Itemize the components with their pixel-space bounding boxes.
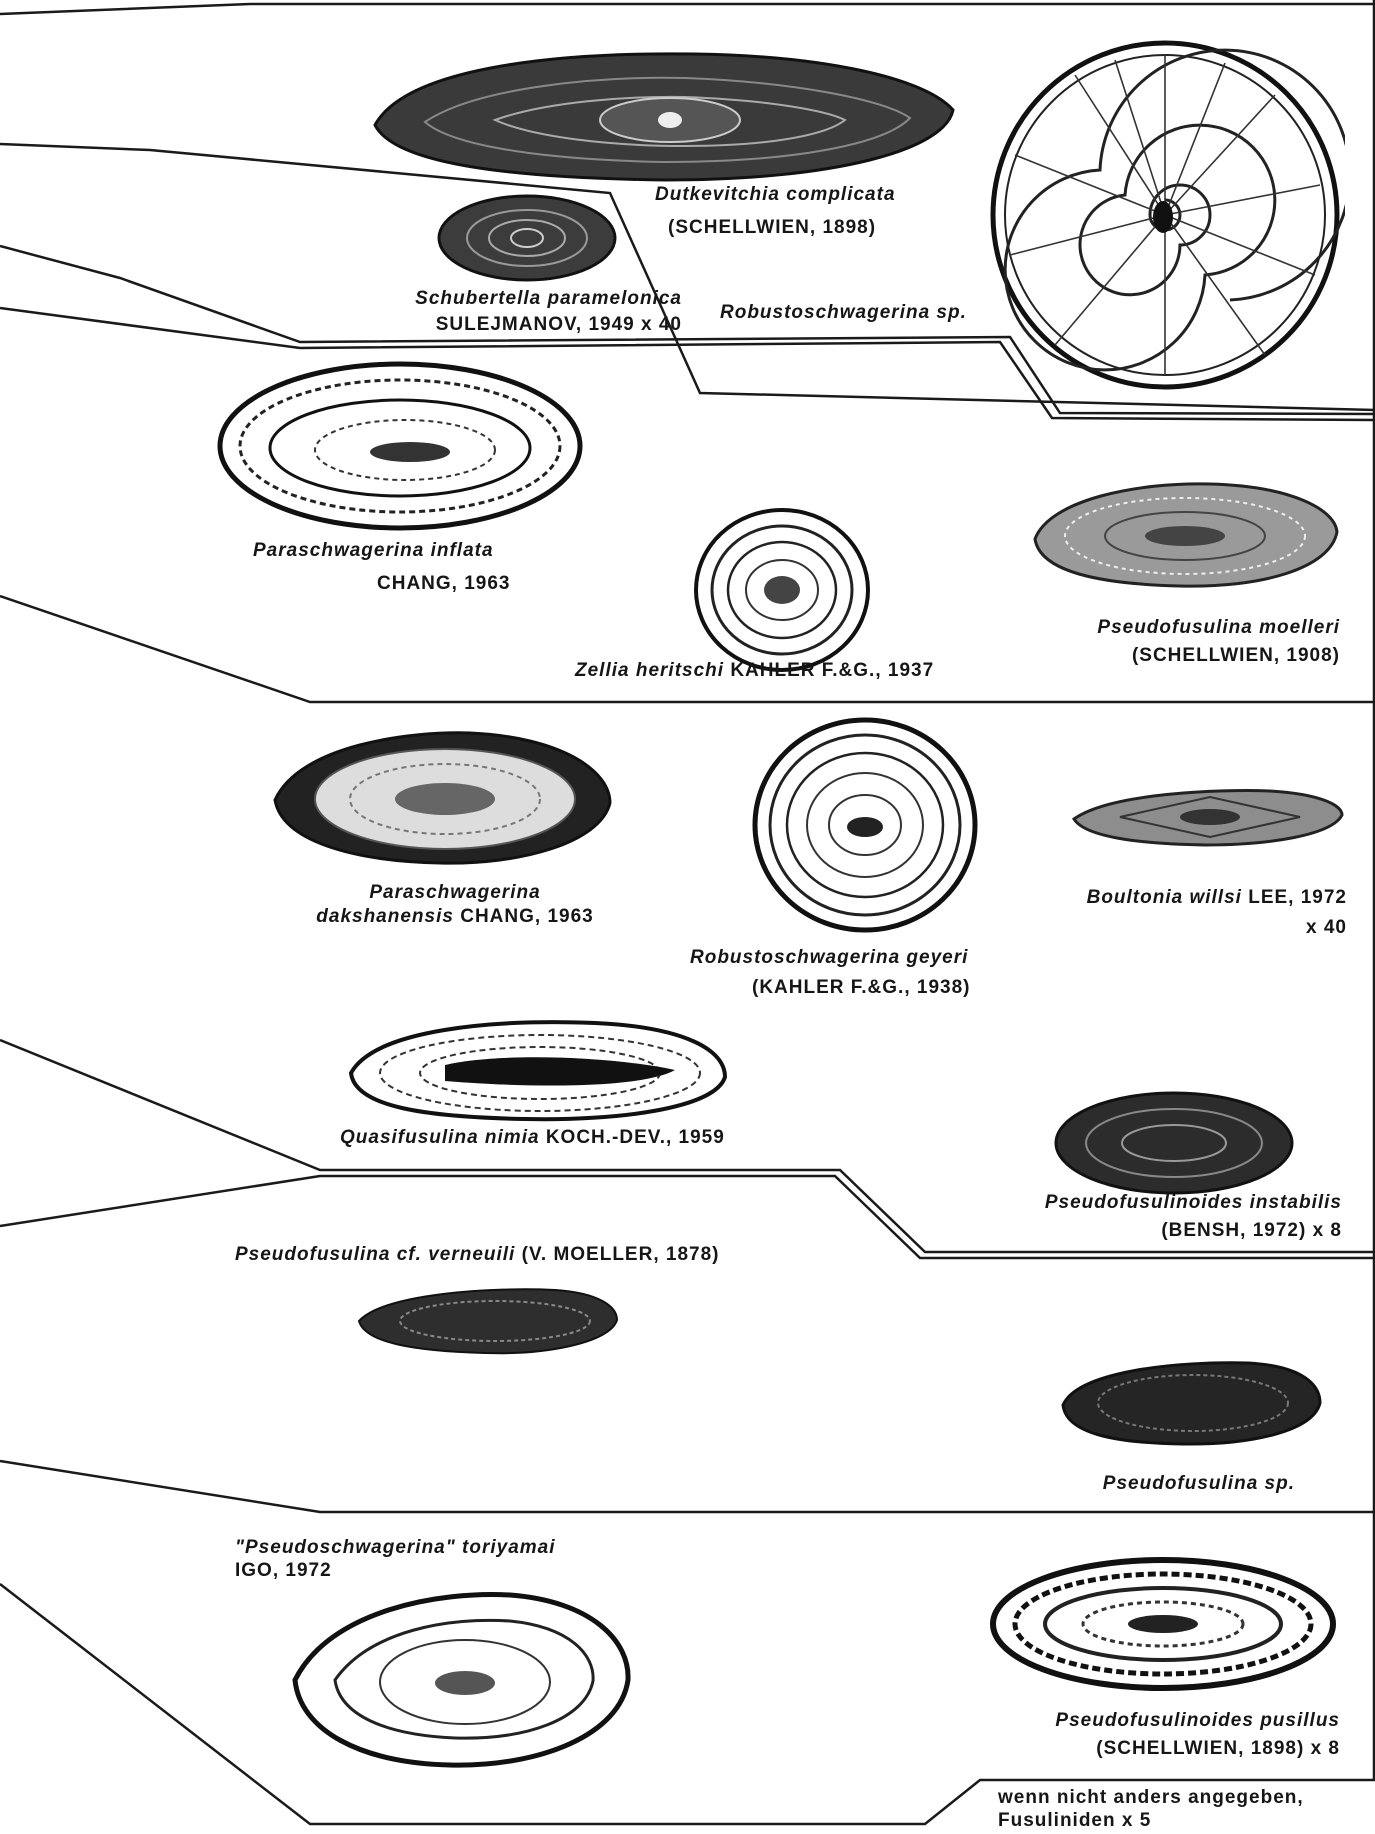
pseudofusulinoides-instabilis-image [1052, 1088, 1297, 1198]
robustoschwagerina-sp-label: Robustoschwagerina sp. [720, 300, 967, 326]
robustoschwagerina-geyeri-image [750, 715, 980, 935]
dutkevitchia-complicata-label: Dutkevitchia complicata [655, 182, 896, 208]
dutkevitchia-complicata-image [365, 40, 960, 190]
pseudofusulina-moelleri-image [1030, 474, 1342, 594]
top-boundary-line [0, 4, 1375, 14]
taxon-author: KAHLER F.&G., 1937 [730, 660, 934, 681]
zellia-heritschi-image [690, 505, 875, 675]
taxon-author: (V. MOELLER, 1878) [522, 1244, 720, 1265]
taxon-name: Paraschwagerina inflata [253, 540, 494, 561]
pseudofusulinoides-pusillus-label: Pseudofusulinoides pusillus [980, 1708, 1340, 1734]
robustoschwagerina-geyeri-author: (KAHLER F.&G., 1938) [752, 975, 970, 1001]
taxon-name: Quasifusulina nimia [340, 1127, 540, 1148]
taxon-name: Robustoschwagerina geyeri [690, 947, 968, 968]
taxon-author: KOCH.-DEV., 1959 [546, 1127, 725, 1148]
paraschwagerina-inflata-label: Paraschwagerina inflata [253, 538, 494, 564]
taxon-name-part: dakshanensis [316, 906, 454, 927]
taxon-name: Schubertella paramelonica [415, 288, 682, 309]
taxon-name: Zellia heritschi [575, 660, 724, 681]
pseudoschwagerina-toriyamai-author: IGO, 1972 [235, 1558, 332, 1584]
taxon-name: Pseudofusulina cf. verneuili [235, 1244, 515, 1265]
taxon-author: LEE, 1972 [1248, 887, 1347, 908]
pseudofusulinoides-instabilis-label: Pseudofusulinoides instabilis [960, 1190, 1342, 1216]
paraschwagerina-dakshanensis-label: Paraschwagerina [280, 880, 630, 906]
robustoschwagerina-sp-image [985, 35, 1345, 395]
taxon-author: CHANG, 1963 [460, 906, 594, 927]
pseudoschwagerina-toriyamai-image [290, 1585, 635, 1773]
pseudofusulinoides-instabilis-author: (BENSH, 1972) x 8 [960, 1218, 1342, 1244]
taxon-name: Boultonia willsi [1087, 887, 1242, 908]
taxon-name: Pseudofusulina moelleri [1097, 617, 1340, 638]
schubertella-paramelonica-image [435, 192, 620, 284]
quasifusulina-nimia-label: Quasifusulina nimia KOCH.-DEV., 1959 [340, 1125, 725, 1151]
pseudofusulina-moelleri-author: (SCHELLWIEN, 1908) [1000, 643, 1340, 669]
boultonia-willsi-image [1070, 785, 1345, 850]
boultonia-willsi-label: Boultonia willsi LEE, 1972 [990, 885, 1347, 911]
dutkevitchia-complicata-author: (SCHELLWIEN, 1898) [668, 215, 876, 241]
taxon-name: Dutkevitchia complicata [655, 184, 896, 205]
quasifusulina-nimia-image [345, 1015, 730, 1125]
taxon-name: Paraschwagerina [369, 882, 540, 903]
pseudofusulina-verneuili-image [355, 1285, 620, 1357]
pseudofusulina-moelleri-label: Pseudofusulina moelleri [1000, 615, 1340, 641]
schubertella-paramelonica-label: Schubertella paramelonica [340, 286, 682, 312]
paraschwagerina-dakshanensis-author: dakshanensis CHANG, 1963 [280, 904, 630, 930]
robustoschwagerina-geyeri-label: Robustoschwagerina geyeri [690, 945, 968, 971]
taxon-name: Pseudofusulinoides instabilis [1045, 1192, 1342, 1213]
paraschwagerina-dakshanensis-image [270, 725, 615, 870]
taxon-name: Pseudofusulinoides pusillus [1055, 1710, 1340, 1731]
pseudofusulina-sp-label: Pseudofusulina sp. [1000, 1471, 1295, 1497]
pseudofusulina-sp-image [1058, 1357, 1323, 1449]
taxon-name: Robustoschwagerina sp. [720, 302, 967, 323]
pseudofusulinoides-pusillus-author: (SCHELLWIEN, 1898) x 8 [980, 1736, 1340, 1762]
paraschwagerina-inflata-image [215, 358, 585, 533]
pseudofusulina-verneuili-label: Pseudofusulina cf. verneuili (V. MOELLER… [235, 1242, 719, 1268]
paraschwagerina-inflata-author: CHANG, 1963 [377, 571, 511, 597]
taxon-name: Pseudofusulina sp. [1103, 1473, 1295, 1494]
boultonia-willsi-magnification: x 40 [990, 915, 1347, 941]
taxon-name: "Pseudoschwagerina" toriyamai [235, 1537, 556, 1558]
schubertella-paramelonica-author: SULEJMANOV, 1949 x 40 [340, 312, 682, 338]
pseudofusulinoides-pusillus-image [988, 1555, 1338, 1693]
zellia-heritschi-label: Zellia heritschi KAHLER F.&G., 1937 [575, 658, 934, 684]
magnification-note-line2: Fusuliniden x 5 [998, 1808, 1151, 1834]
